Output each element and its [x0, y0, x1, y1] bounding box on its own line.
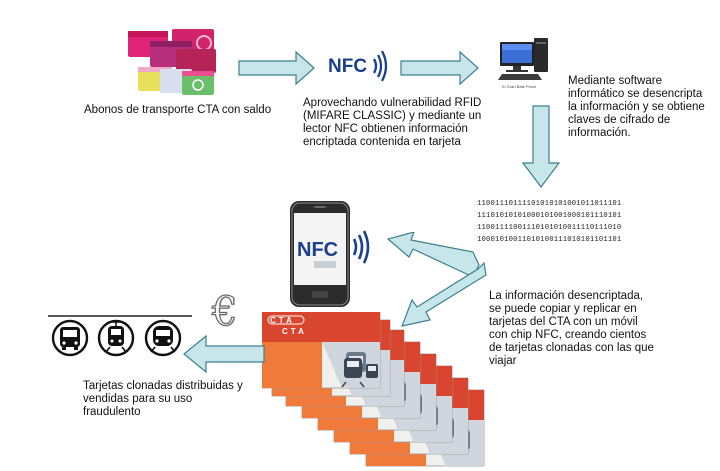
nfc-caption-line: lector NFC obtienen información: [303, 123, 468, 135]
nfc-caption-line: Aprovechando vulnerabilidad RFID: [303, 97, 482, 109]
software-caption-line: Mediante software: [568, 75, 662, 87]
card-brand-text: CTA: [282, 327, 307, 336]
tram-icon: [97, 319, 135, 357]
binary-line: 11001111001110101010011110111010: [477, 224, 622, 232]
copy-caption-line: se puede copiar y replicar en: [489, 303, 637, 315]
arrow-binary-to-cards: [401, 261, 487, 327]
copy-caption-line: de tarjetas clonadas con las que: [489, 342, 654, 354]
arrow-cards-to-transport: [183, 334, 265, 374]
phone-nfc-text: NFC: [297, 239, 338, 261]
copy-caption-line: con chip NFC, creando cientos: [489, 329, 647, 341]
nfc-caption-line: encriptada contenida en tarjeta: [303, 136, 461, 148]
nfc-logo-text: NFC: [328, 56, 367, 77]
card-brand-text: CTA: [270, 316, 295, 325]
arrow-binary-to-phone: [386, 232, 480, 278]
euro-symbol: €: [211, 289, 238, 335]
distribution-caption-line: fraudulento: [83, 406, 141, 418]
computer-icon: [498, 38, 548, 80]
transport-row: [48, 315, 192, 357]
software-caption-line: informático se desencripta: [568, 88, 703, 100]
bus-icon: [51, 319, 89, 357]
card-train-icon: [341, 358, 365, 388]
software-caption: Mediante software informático se desencr…: [568, 75, 705, 140]
software-caption-line: la información y se obtiene: [568, 101, 705, 113]
copy-caption-line: La información desencriptada,: [489, 290, 644, 302]
cards-image: [128, 29, 216, 95]
distribution-caption: Tarjetas clonadas distribuidas y vendida…: [83, 380, 243, 419]
phone-icon: NFC: [290, 201, 370, 307]
copy-caption-line: viajar: [489, 355, 517, 367]
card-bus-icon: [366, 364, 378, 378]
cards-caption: Abonos de transporte CTA con saldo: [84, 104, 272, 116]
arrow-nfc-to-computer: [400, 50, 479, 86]
distribution-caption-line: vendidas para su uso: [83, 393, 193, 405]
copy-caption: La información desencriptada, se puede c…: [489, 290, 654, 368]
nfc-caption: Aprovechando vulnerabilidad RFID (MIFARE…: [303, 97, 481, 149]
binary-line: 11001110111101010101001011011101: [477, 200, 622, 208]
computer-label: El Gran Bate Pinch: [502, 84, 537, 89]
arrow-cards-to-nfc: [238, 50, 315, 86]
binary-data: 11001110111101010101001011011101 1110101…: [477, 198, 621, 246]
binary-line: 10001010011010100111010101101101: [477, 236, 622, 244]
distribution-caption-line: Tarjetas clonadas distribuidas y: [83, 380, 243, 392]
cloned-cards-stack: CTA CTA: [262, 312, 485, 467]
nfc-logo: NFC: [328, 50, 388, 82]
software-caption-line: claves de cifrado de: [568, 114, 671, 126]
software-caption-line: información.: [568, 127, 631, 139]
train-icon: [144, 319, 182, 357]
copy-caption-line: tarjetas del CTA con un móvil: [489, 316, 638, 328]
arrow-computer-to-binary: [521, 105, 561, 188]
binary-line: 11101010101000101001000101110101: [477, 212, 622, 220]
nfc-caption-line: (MIFARE CLASSIC) y mediante un: [303, 110, 482, 122]
